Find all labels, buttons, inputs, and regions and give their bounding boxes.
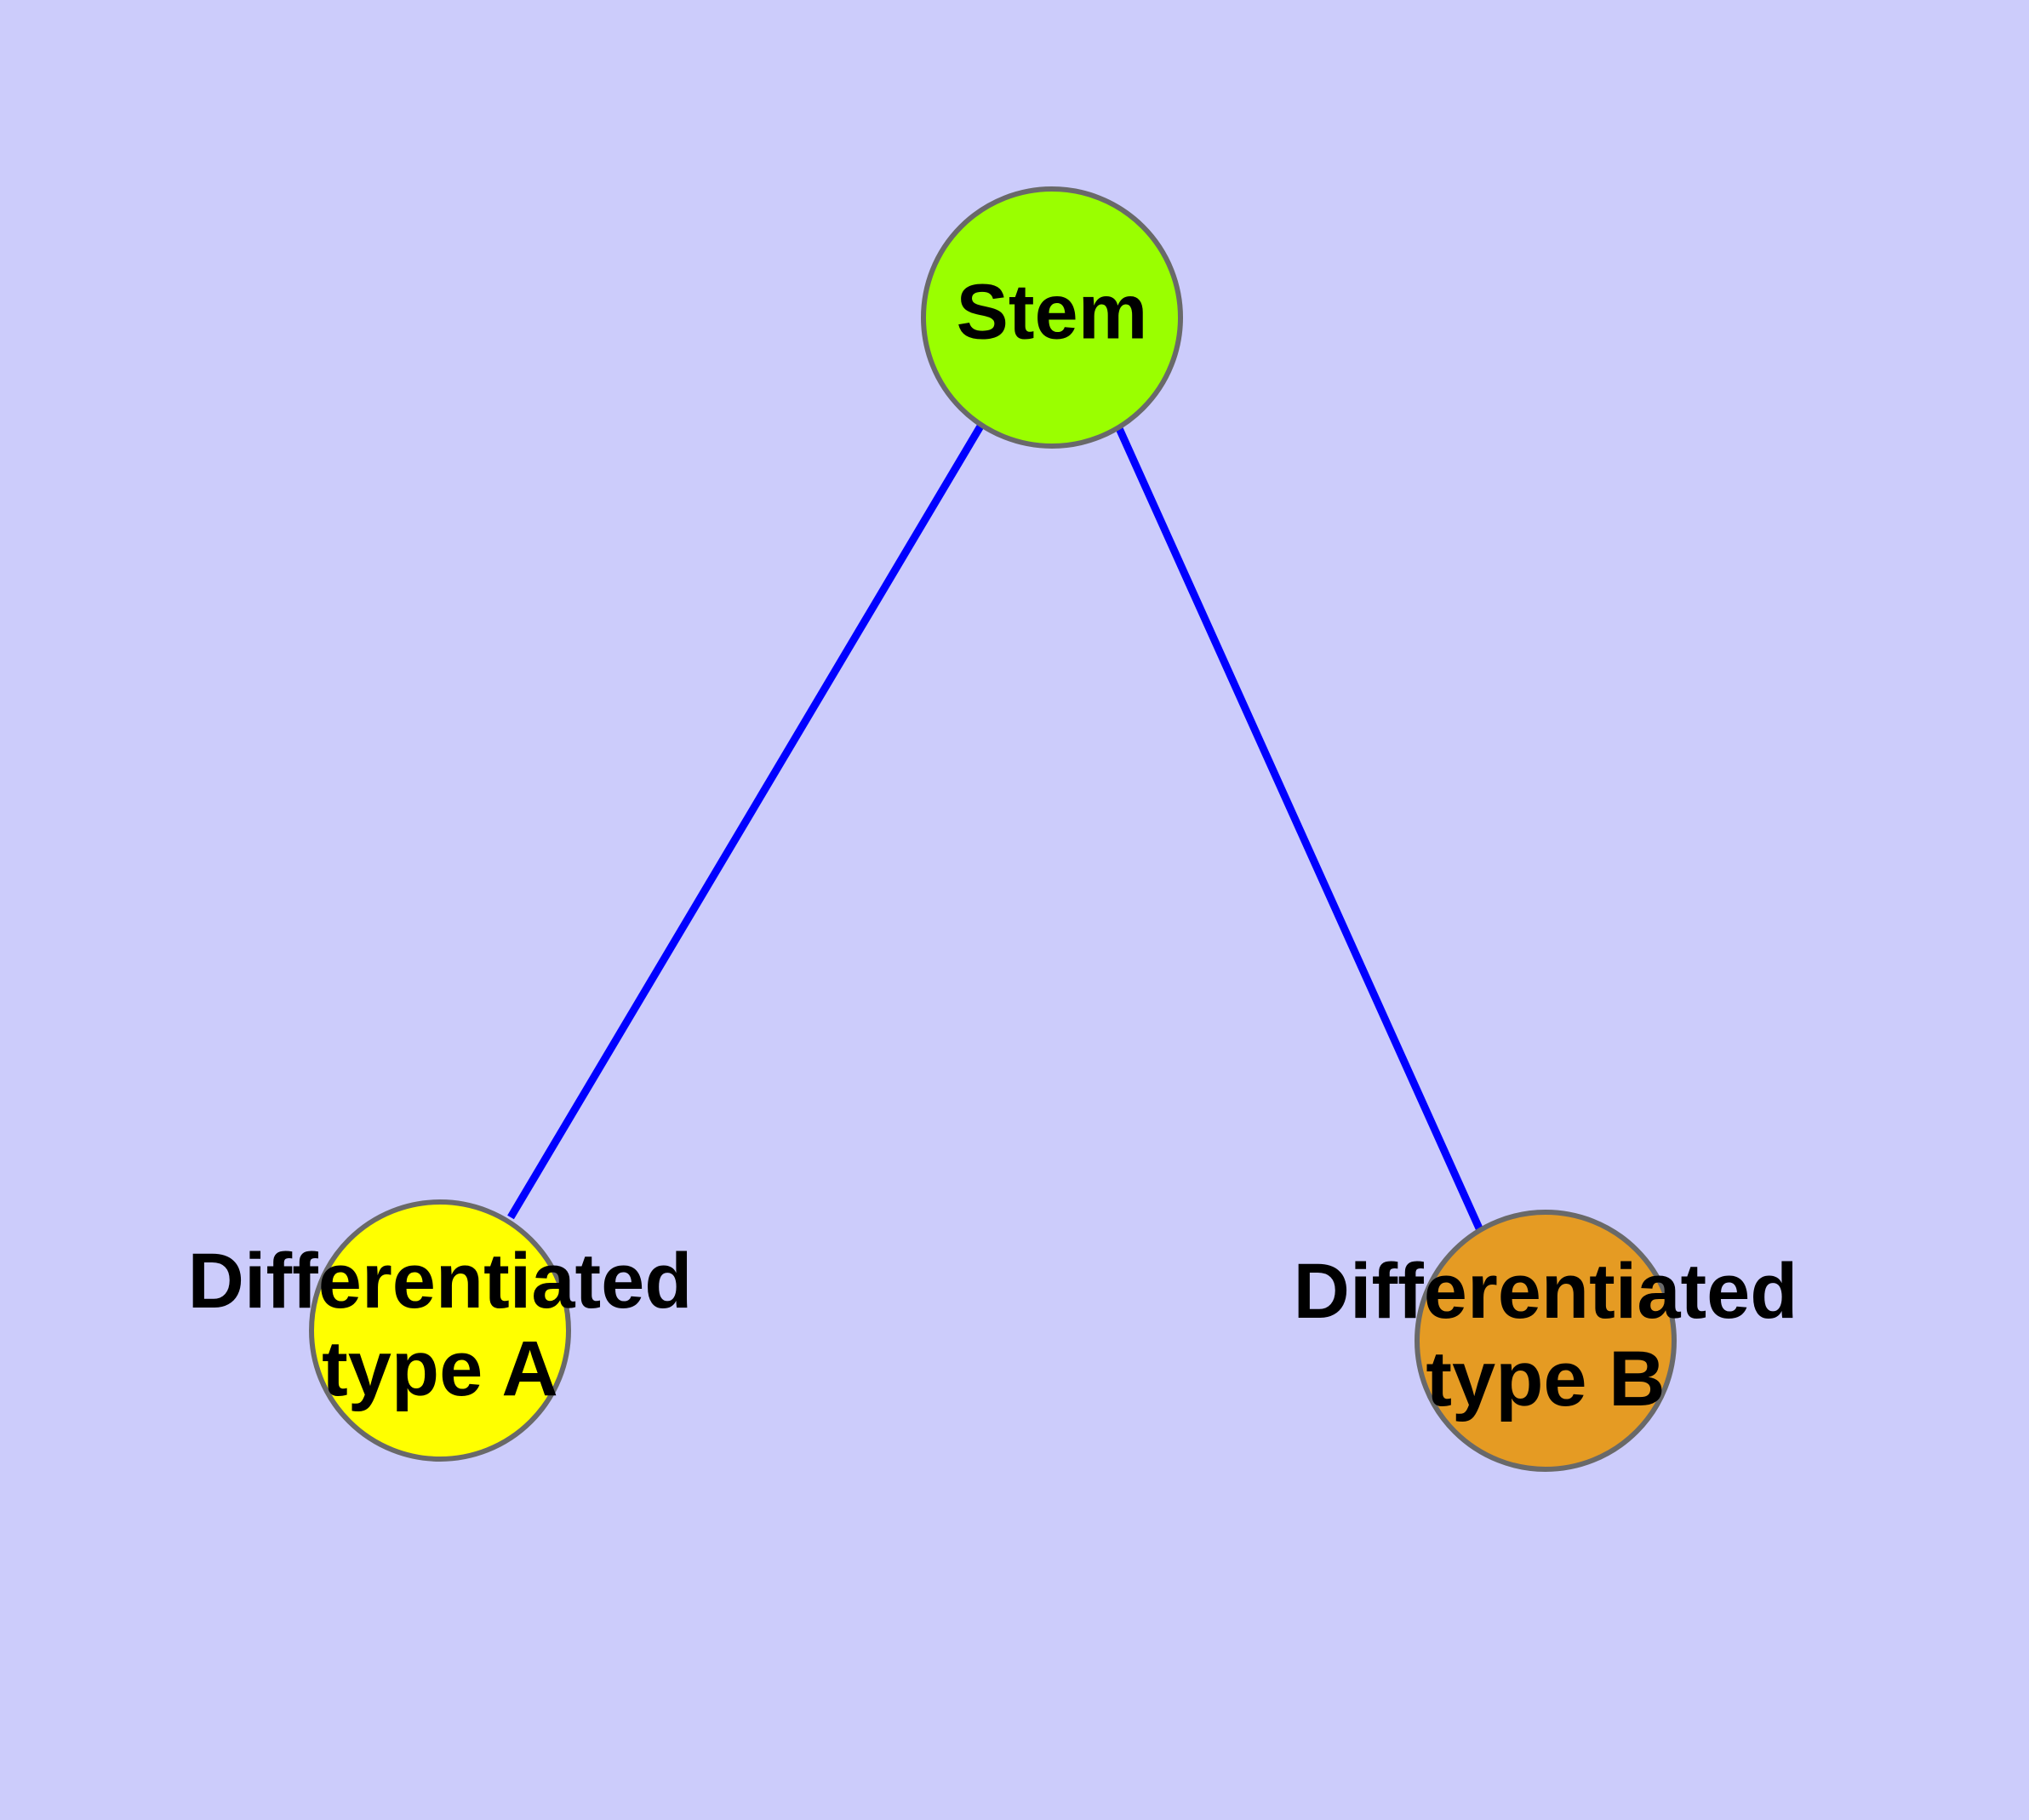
node-circle-stem[interactable] xyxy=(921,186,1183,449)
node-label-diff-b-line-2: type B xyxy=(1426,1336,1665,1422)
node-label-diff-b-line-1: Differentiated xyxy=(1294,1248,1798,1335)
node-circle-diff-a[interactable] xyxy=(309,1199,571,1462)
node-circle-diff-b[interactable] xyxy=(1415,1210,1677,1472)
node-label-diff-a-line-1: Differentiated xyxy=(188,1238,693,1325)
edge-layer xyxy=(507,422,1483,1230)
graph-node-stem[interactable]: Stem xyxy=(921,186,1183,449)
node-label-stem-line-1: Stem xyxy=(957,268,1148,355)
node-label-diff-a-line-2: type A xyxy=(322,1325,558,1412)
graph-edge-stem-to-diff-a[interactable] xyxy=(507,422,985,1220)
graph-edge-stem-to-diff-b[interactable] xyxy=(1114,425,1483,1230)
